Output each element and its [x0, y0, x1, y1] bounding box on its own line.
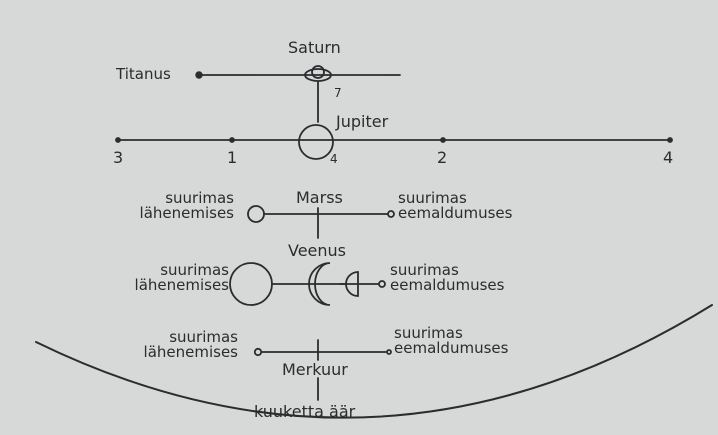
- venus-crescent: [308, 262, 331, 306]
- scale-tick-1: [229, 137, 235, 143]
- jupiter-label: Jupiter: [336, 112, 389, 131]
- titanus-label: Titanus: [116, 65, 171, 83]
- mercury-far-label: suurimas eemaldumuses: [394, 324, 509, 357]
- venus-label: Veenus: [288, 241, 347, 260]
- scale-tick-label-1: 1: [227, 148, 238, 167]
- venus-half-disk: [345, 271, 359, 297]
- scale-tick-3: [115, 137, 121, 143]
- jupiter-disk: [298, 124, 334, 160]
- mercury-near-label: suurimas lähenemises: [143, 328, 238, 361]
- mars-near-disk: [247, 205, 265, 223]
- mars-near-label: suurimas lähenemises: [139, 189, 234, 222]
- scale-tick-label-2: 2: [437, 148, 448, 167]
- saturn-ring: [304, 68, 332, 82]
- titanus-dot: [195, 71, 203, 79]
- scale-tick-label-3: 3: [113, 148, 124, 167]
- saturn-disk: [311, 65, 325, 79]
- scale-tick-label-4: 4: [663, 148, 674, 167]
- venus-far-label: suurimas eemaldumuses: [390, 261, 505, 294]
- mars-far-label: suurimas eemaldumuses: [398, 189, 513, 222]
- mercury-near-disk: [253, 347, 263, 357]
- venus-near-disk: [229, 262, 273, 306]
- jupiter-number: 4: [330, 152, 338, 166]
- saturn-label: Saturn: [288, 38, 341, 57]
- moon-limb-arc: [35, 304, 713, 419]
- saturn-moon-number: 7: [334, 86, 342, 100]
- mercury-label: Merkuur: [282, 360, 348, 379]
- moon-limb-label: kuuketta äär: [254, 402, 356, 421]
- scale-tick-2: [440, 137, 446, 143]
- mercury-far-disk: [386, 349, 392, 355]
- venus-near-label: suurimas lähenemises: [134, 261, 229, 294]
- scale-tick-4: [667, 137, 673, 143]
- venus-far-disk: [378, 280, 386, 288]
- mars-label: Marss: [296, 188, 343, 207]
- mars-far-disk: [387, 210, 395, 218]
